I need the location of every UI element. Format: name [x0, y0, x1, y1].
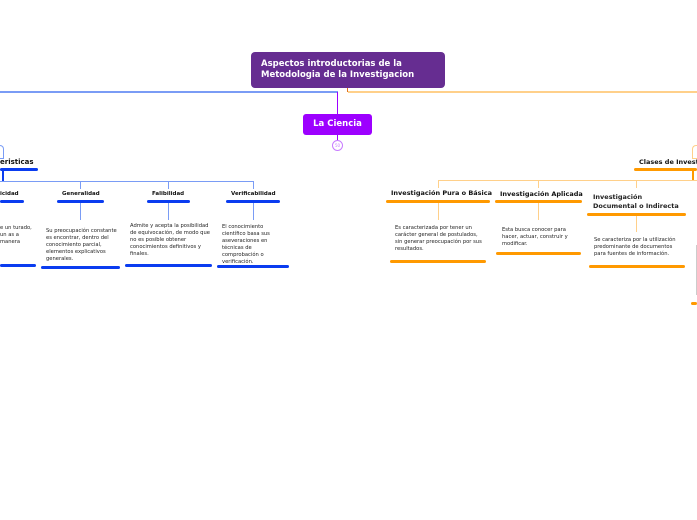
connector-left-branch	[0, 145, 4, 159]
connector	[692, 171, 694, 181]
underline	[691, 302, 697, 305]
connector	[438, 180, 697, 181]
connector	[253, 203, 254, 220]
underline	[390, 260, 486, 263]
underline	[147, 200, 190, 203]
connector-right-branch	[692, 145, 697, 159]
connector	[0, 181, 253, 182]
underline	[386, 200, 490, 203]
left-item-title[interactable]: icidad	[0, 191, 19, 197]
root-title: Aspectos introductorias de la Metodologi…	[261, 59, 415, 80]
connector-root	[347, 88, 348, 92]
right-item-text: Esta busca conocer para hacer, actuar, c…	[502, 227, 568, 247]
left-item-title[interactable]: Generalidad	[62, 191, 100, 197]
underline	[57, 200, 104, 203]
underline	[41, 266, 120, 269]
underline	[226, 200, 280, 203]
connector	[438, 180, 439, 188]
connector	[636, 216, 637, 232]
right-branch-title[interactable]: Clases de Investig	[639, 158, 697, 166]
connector	[538, 203, 539, 220]
connector-badge	[337, 135, 338, 140]
right-item-title[interactable]: Investigación Pura o Básica	[391, 189, 493, 197]
underline	[217, 265, 289, 268]
right-item-title[interactable]: Investigación Documental o Indirecta	[593, 193, 679, 210]
badge-count: 50	[334, 143, 341, 148]
connector	[2, 171, 4, 181]
left-item-text: e un turado, un as a manera	[0, 225, 32, 245]
left-branch-title[interactable]: eristicas	[0, 158, 34, 166]
underline	[496, 252, 581, 255]
connector	[438, 203, 439, 220]
left-item-text: El conocimiento científico basa sus asev…	[222, 224, 270, 265]
connector-right	[348, 91, 697, 93]
right-item-text: Es caracterizada por tener un carácter g…	[395, 225, 482, 252]
center-label: La Ciencia	[313, 119, 362, 129]
underline	[0, 168, 38, 171]
root-node[interactable]: Aspectos introductorias de la Metodologi…	[251, 52, 445, 88]
underline	[0, 264, 36, 267]
right-item-text: Se caracteriza por la utilización predom…	[594, 237, 676, 257]
underline	[125, 264, 212, 267]
underline	[589, 265, 685, 268]
connector-center	[337, 92, 338, 114]
underline	[495, 200, 582, 203]
connector	[636, 180, 637, 188]
connector	[168, 203, 169, 220]
connector	[253, 181, 254, 189]
left-item-title[interactable]: Verificabilidad	[231, 191, 276, 197]
connector	[538, 180, 539, 188]
connector	[80, 181, 81, 189]
underline	[634, 168, 697, 171]
collapse-badge[interactable]: 50	[332, 140, 343, 151]
underline	[0, 200, 24, 203]
connector	[168, 181, 169, 189]
connector	[80, 203, 81, 220]
left-item-text: Su preocupación constante es encontrar, …	[46, 228, 117, 262]
underline	[587, 213, 686, 216]
right-item-title[interactable]: Investigación Aplicada	[500, 190, 583, 198]
connector-left	[0, 91, 338, 93]
center-node[interactable]: La Ciencia	[303, 114, 372, 135]
left-item-title[interactable]: Falibilidad	[152, 191, 185, 197]
left-item-text: Admite y acepta la posibilidad de equivo…	[130, 223, 210, 257]
